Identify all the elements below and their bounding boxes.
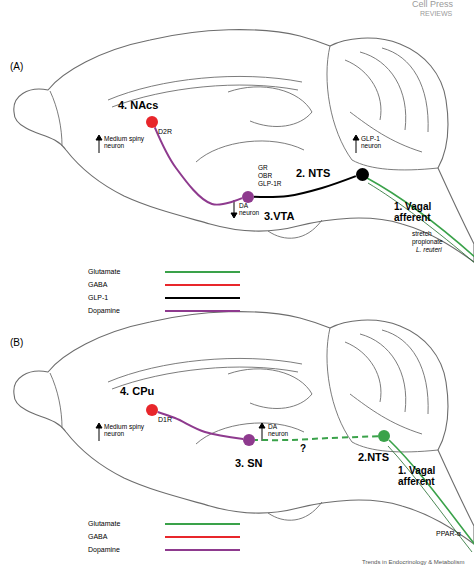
nucleus-label: 3. SN: [235, 458, 263, 469]
nucleus-shape: [243, 434, 255, 446]
nucleus-dot: [356, 168, 369, 181]
nucleus-shape: [242, 191, 254, 203]
legend-label: Glutamate: [88, 268, 120, 275]
vagal-nerve: [388, 446, 472, 552]
nucleus-dot: [146, 404, 158, 416]
annotation-label: L. reuteri: [416, 247, 442, 254]
annotation-label: PPAR-α: [436, 530, 461, 537]
annotation-label: REVIEWS: [420, 10, 452, 17]
projection-pathway: [155, 127, 242, 204]
legend-line: [165, 297, 240, 299]
annotation-label: D1R: [158, 416, 172, 423]
vagal-nerve: [389, 440, 474, 546]
vagal-nerve: [367, 178, 474, 258]
nucleus-node: 3.VTA: [242, 191, 254, 203]
annotation-label: GR: [258, 165, 268, 172]
nucleus-node: 2.NTS: [378, 430, 390, 442]
nucleus-dot: [146, 116, 158, 128]
pathway-label: ?: [300, 444, 306, 454]
connector-layer: [155, 127, 378, 440]
annotation-label: 1. Vagal afferent: [398, 466, 444, 487]
legend-line: [165, 523, 240, 525]
projection-pathway: [158, 412, 243, 439]
legend-line: [165, 549, 240, 551]
projection-pathway: [254, 176, 356, 197]
legend-line: [165, 536, 240, 538]
nucleus-label: 4. NAcs: [118, 100, 158, 111]
nucleus-shape: [356, 168, 369, 181]
nucleus-node: 4. CPu: [146, 404, 158, 416]
legend-label: Dopamine: [88, 307, 120, 314]
nucleus-label: 2. NTS: [296, 168, 330, 179]
change-arrows: [96, 135, 359, 441]
legend-line: [165, 310, 240, 312]
legend-label: Glutamate: [88, 520, 120, 527]
legend-label: GABA: [88, 533, 107, 540]
annotation-label: Trends in Endocrinology & Metabolism: [362, 559, 465, 565]
legend-label: GLP-1: [88, 294, 108, 301]
annotation-label: GLP-1 neuron: [361, 136, 389, 150]
nucleus-node: 3. SN: [243, 434, 255, 446]
nucleus-label: 2.NTS: [358, 452, 389, 463]
annotation-label: DA neuron: [268, 424, 292, 438]
vagal-nerve: [368, 183, 474, 264]
increase-arrow: [96, 423, 102, 441]
legend-label: GABA: [88, 281, 107, 288]
nucleus-shape: [378, 430, 390, 442]
increase-arrow: [259, 423, 265, 441]
brain-outline: [14, 312, 474, 544]
nucleus-shape: [146, 404, 158, 416]
legend-line: [165, 284, 240, 286]
nucleus-node: 2. NTS: [356, 168, 369, 181]
increase-arrow: [96, 135, 102, 153]
brain-outline: [14, 30, 474, 262]
annotation-label: propionate: [412, 239, 443, 246]
nucleus-label: 4. CPu: [120, 386, 154, 397]
nucleus-dot: [243, 434, 255, 446]
legend-label: Dopamine: [88, 546, 120, 553]
annotation-label: (A): [10, 62, 23, 73]
annotation-label: 1. Vagal afferent: [394, 202, 440, 223]
vagal-nerve: [367, 178, 474, 552]
annotation-label: Medium spiny neuron: [104, 424, 152, 438]
nucleus-label: 3.VTA: [264, 211, 294, 222]
annotation-label: D2R: [158, 128, 172, 135]
annotation-label: stretch: [412, 231, 432, 238]
annotation-label: Cell Press: [412, 0, 453, 9]
legend-line: [165, 271, 240, 273]
annotation-label: OBR: [258, 173, 272, 180]
increase-arrow: [353, 135, 359, 153]
nucleus-shape: [146, 116, 158, 128]
nucleus-dot: [378, 430, 390, 442]
annotation-label: DA neuron: [239, 203, 263, 217]
annotation-label: (B): [10, 338, 23, 349]
nucleus-node: 4. NAcs: [146, 116, 158, 128]
annotation-label: Medium spiny neuron: [104, 136, 152, 150]
nucleus-dot: [242, 191, 254, 203]
annotation-label: GLP-1R: [258, 181, 281, 188]
